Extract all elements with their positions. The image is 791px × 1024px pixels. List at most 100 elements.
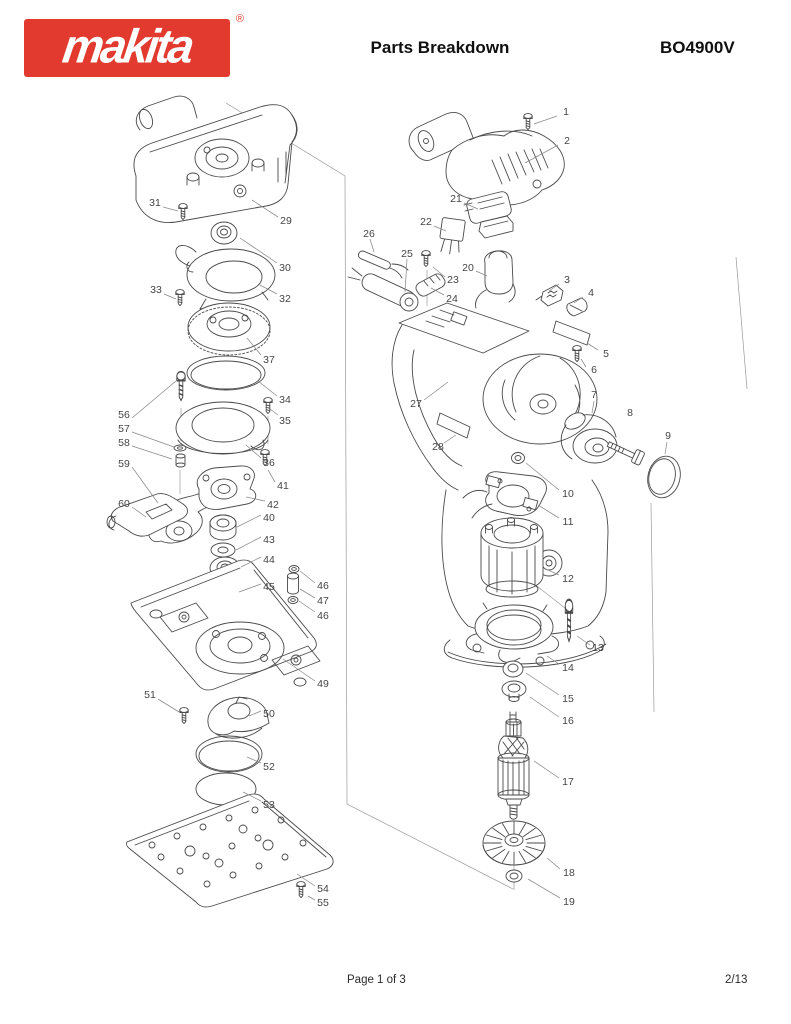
callout-9: 9	[665, 430, 671, 442]
callout-42: 42	[267, 499, 279, 511]
makita-logo: makita ®	[24, 13, 244, 77]
callout-leader-1	[533, 115, 558, 125]
callout-46: 46	[317, 610, 329, 622]
part-36-pad-support-ring	[175, 401, 271, 455]
callout-leader-17	[533, 760, 560, 779]
callout-10: 10	[562, 488, 574, 500]
callout-leader-40	[236, 514, 262, 528]
callout-leader-54	[296, 873, 316, 887]
right-assembly	[347, 111, 681, 883]
callout-56: 56	[118, 409, 130, 421]
callout-41: 41	[277, 480, 289, 492]
callout-58: 58	[118, 437, 130, 449]
callout-6: 6	[591, 364, 597, 376]
callout-leader-16	[529, 696, 560, 718]
part-57-flat-washer	[173, 444, 187, 452]
part-1-screw	[523, 113, 533, 131]
callout-leader-59	[131, 466, 159, 504]
callout-59: 59	[118, 458, 130, 470]
part-7-dust-nozzle	[560, 412, 618, 464]
part-28-label-plate	[436, 412, 471, 439]
callout-47: 47	[317, 595, 329, 607]
part-24-cord-clamp	[415, 273, 446, 297]
callout-54: 54	[317, 883, 329, 895]
callout-35: 35	[279, 415, 291, 427]
callout-3: 3	[564, 274, 570, 286]
callout-leader-12	[545, 568, 560, 576]
callout-leader-5	[586, 342, 599, 351]
callout-leader-2	[524, 144, 559, 164]
part-42-bearing-retainer	[196, 465, 257, 510]
callout-leader-41	[267, 469, 276, 483]
callout-26: 26	[363, 228, 375, 240]
callout-leader-27	[423, 381, 449, 401]
callout-leader-56	[131, 380, 177, 419]
callout-leader-46	[298, 600, 316, 613]
part-22-capacitor	[439, 217, 466, 255]
callout-19: 19	[563, 896, 575, 908]
callout-17: 17	[562, 776, 574, 788]
callout-leader-51	[157, 698, 180, 713]
callout-23: 23	[447, 274, 459, 286]
part-32-fan-cover-plate	[175, 245, 276, 310]
callout-leader-33	[163, 293, 177, 300]
part-15-ball-bearing	[502, 660, 524, 678]
callout-24: 24	[446, 293, 458, 305]
part-12-stator	[480, 517, 544, 598]
callout-53: 53	[263, 799, 275, 811]
part-58-collar	[175, 453, 186, 468]
callout-14: 14	[562, 662, 574, 674]
part-6-screw	[572, 345, 582, 363]
callout-21: 21	[450, 193, 462, 205]
page-indicator: Page 1 of 3	[347, 974, 406, 986]
callout-leader-47	[299, 588, 316, 599]
callout-leader-4	[573, 296, 584, 304]
part-11-brush-holder-assembly	[462, 471, 547, 519]
callout-leader-37	[246, 337, 262, 356]
part-25-cord-guard	[347, 267, 419, 312]
callout-27: 27	[410, 398, 422, 410]
callout-leader-45	[238, 583, 262, 593]
callout-leader-43	[235, 536, 262, 551]
part-17-armature	[497, 711, 530, 820]
callout-15: 15	[562, 693, 574, 705]
callout-leader-35	[269, 408, 279, 416]
callout-leader-53	[242, 791, 262, 802]
callouts-layer: 1234567891011121314151617181920212223242…	[118, 106, 671, 909]
callout-52: 52	[263, 761, 275, 773]
part-55-screw	[296, 881, 306, 899]
part-26-rod	[357, 250, 409, 279]
callout-36: 36	[263, 457, 275, 469]
part-52-ring	[195, 735, 263, 773]
part-47-pin	[287, 572, 299, 595]
part-29-top-cover	[133, 95, 298, 224]
part-10-grommet	[511, 452, 525, 464]
callout-leader-58	[131, 445, 173, 460]
callout-leader-10	[525, 462, 560, 491]
callout-leader-20	[475, 270, 488, 277]
callout-leader-3	[548, 283, 560, 292]
callout-leader-18	[546, 857, 561, 870]
callout-46: 46	[317, 580, 329, 592]
callout-leader-21	[463, 202, 479, 210]
part-33-screw	[175, 289, 185, 307]
callout-leader-42	[245, 496, 266, 502]
part-23-screw	[421, 250, 431, 268]
callout-11: 11	[563, 516, 574, 528]
callout-13: 13	[592, 642, 604, 654]
callout-leader-15	[525, 672, 560, 696]
callout-32: 32	[279, 293, 291, 305]
model-number: BO4900V	[660, 38, 735, 57]
callout-55: 55	[317, 897, 329, 909]
part-60-clamp-bracket	[106, 493, 188, 537]
callout-leader-32	[257, 283, 278, 295]
callout-18: 18	[563, 867, 575, 879]
callout-57: 57	[118, 423, 130, 435]
callout-43: 43	[263, 534, 275, 546]
callout-25: 25	[401, 248, 413, 260]
part-30-ball-bearing	[210, 221, 238, 245]
callout-leader-13	[576, 635, 591, 646]
callout-leader-31	[162, 206, 179, 212]
callout-4: 4	[588, 287, 594, 299]
